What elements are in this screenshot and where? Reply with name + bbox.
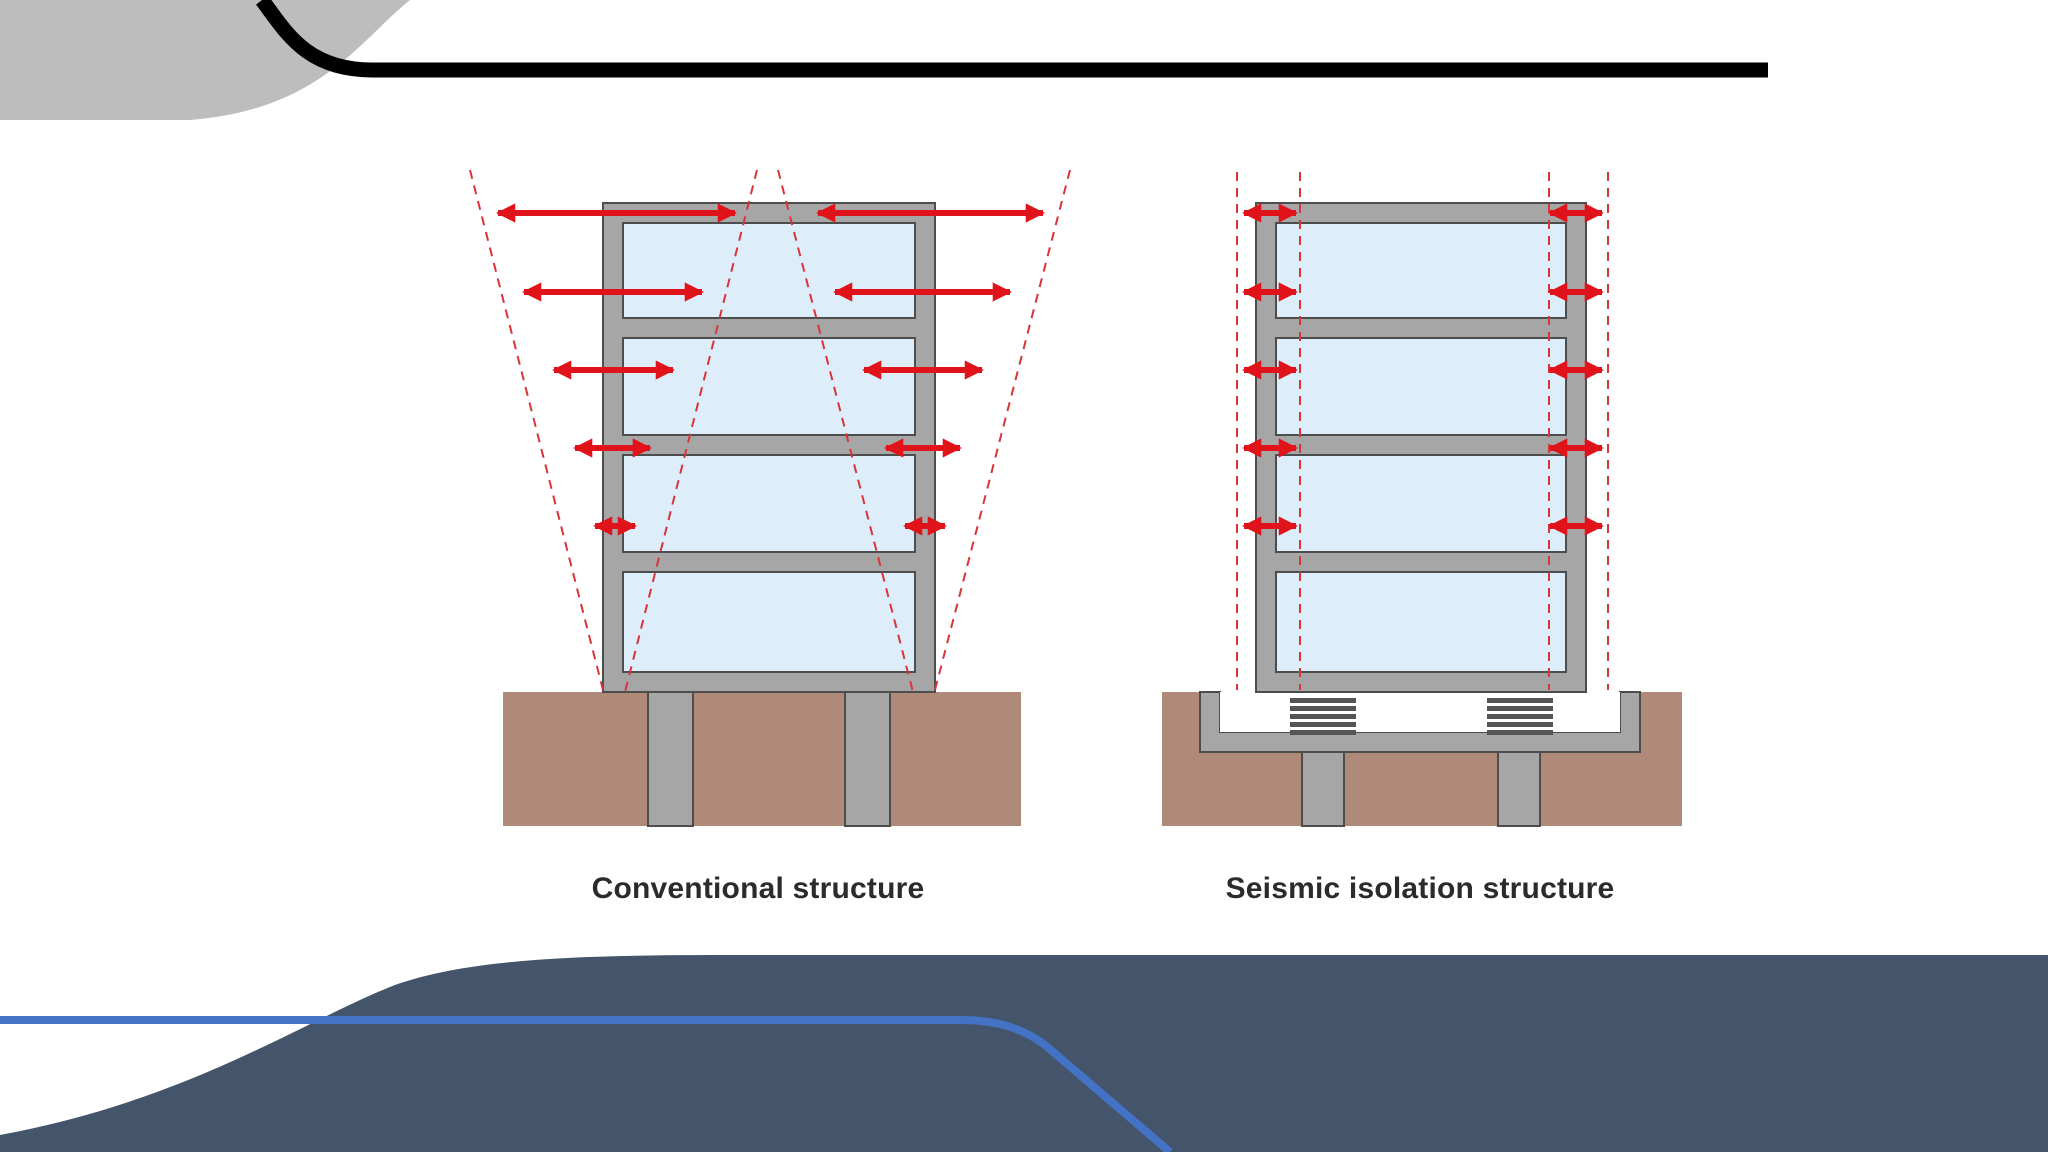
foundation-pile [1301, 751, 1345, 827]
sway-guide-line [777, 169, 914, 693]
footer-wave [0, 955, 2048, 1152]
isolator-layer [1487, 722, 1553, 727]
isolator-layer [1290, 714, 1356, 719]
base-isolator [1290, 698, 1356, 735]
isolator-layer [1487, 706, 1553, 711]
base-isolator [1487, 698, 1553, 735]
isolator-layer [1487, 698, 1553, 703]
isolator-layer [1487, 714, 1553, 719]
isolator-layer [1487, 730, 1553, 735]
corner-decoration [0, 0, 410, 120]
seismic-isolation-structure-diagram [1162, 172, 1682, 827]
foundation-pile [647, 691, 694, 827]
window-pane [1275, 337, 1567, 436]
isolator-layer [1290, 722, 1356, 727]
isolator-layer [1290, 698, 1356, 703]
window-pane [1275, 454, 1567, 553]
sway-guide-line [469, 169, 604, 691]
foundation-pile [1497, 751, 1541, 827]
isolator-layer [1290, 706, 1356, 711]
top-rule-line [256, 0, 1768, 78]
window-pane [622, 454, 916, 553]
ground-block [503, 692, 1021, 826]
sway-guide-line [934, 169, 1071, 691]
window-pane [622, 337, 916, 436]
window-pane [1275, 222, 1567, 319]
conventional-structure-diagram [469, 169, 1071, 827]
window-pane [622, 222, 916, 319]
window-pane [1275, 571, 1567, 673]
seismic-isolation-caption: Seismic isolation structure [1225, 872, 1615, 905]
sway-guide-line [624, 169, 758, 693]
conventional-structure-caption: Conventional structure [591, 872, 925, 905]
window-pane [622, 571, 916, 673]
footer-accent-line [0, 1016, 1173, 1152]
isolator-layer [1290, 730, 1356, 735]
foundation-pile [844, 691, 891, 827]
isolation-gap [1220, 692, 1620, 732]
